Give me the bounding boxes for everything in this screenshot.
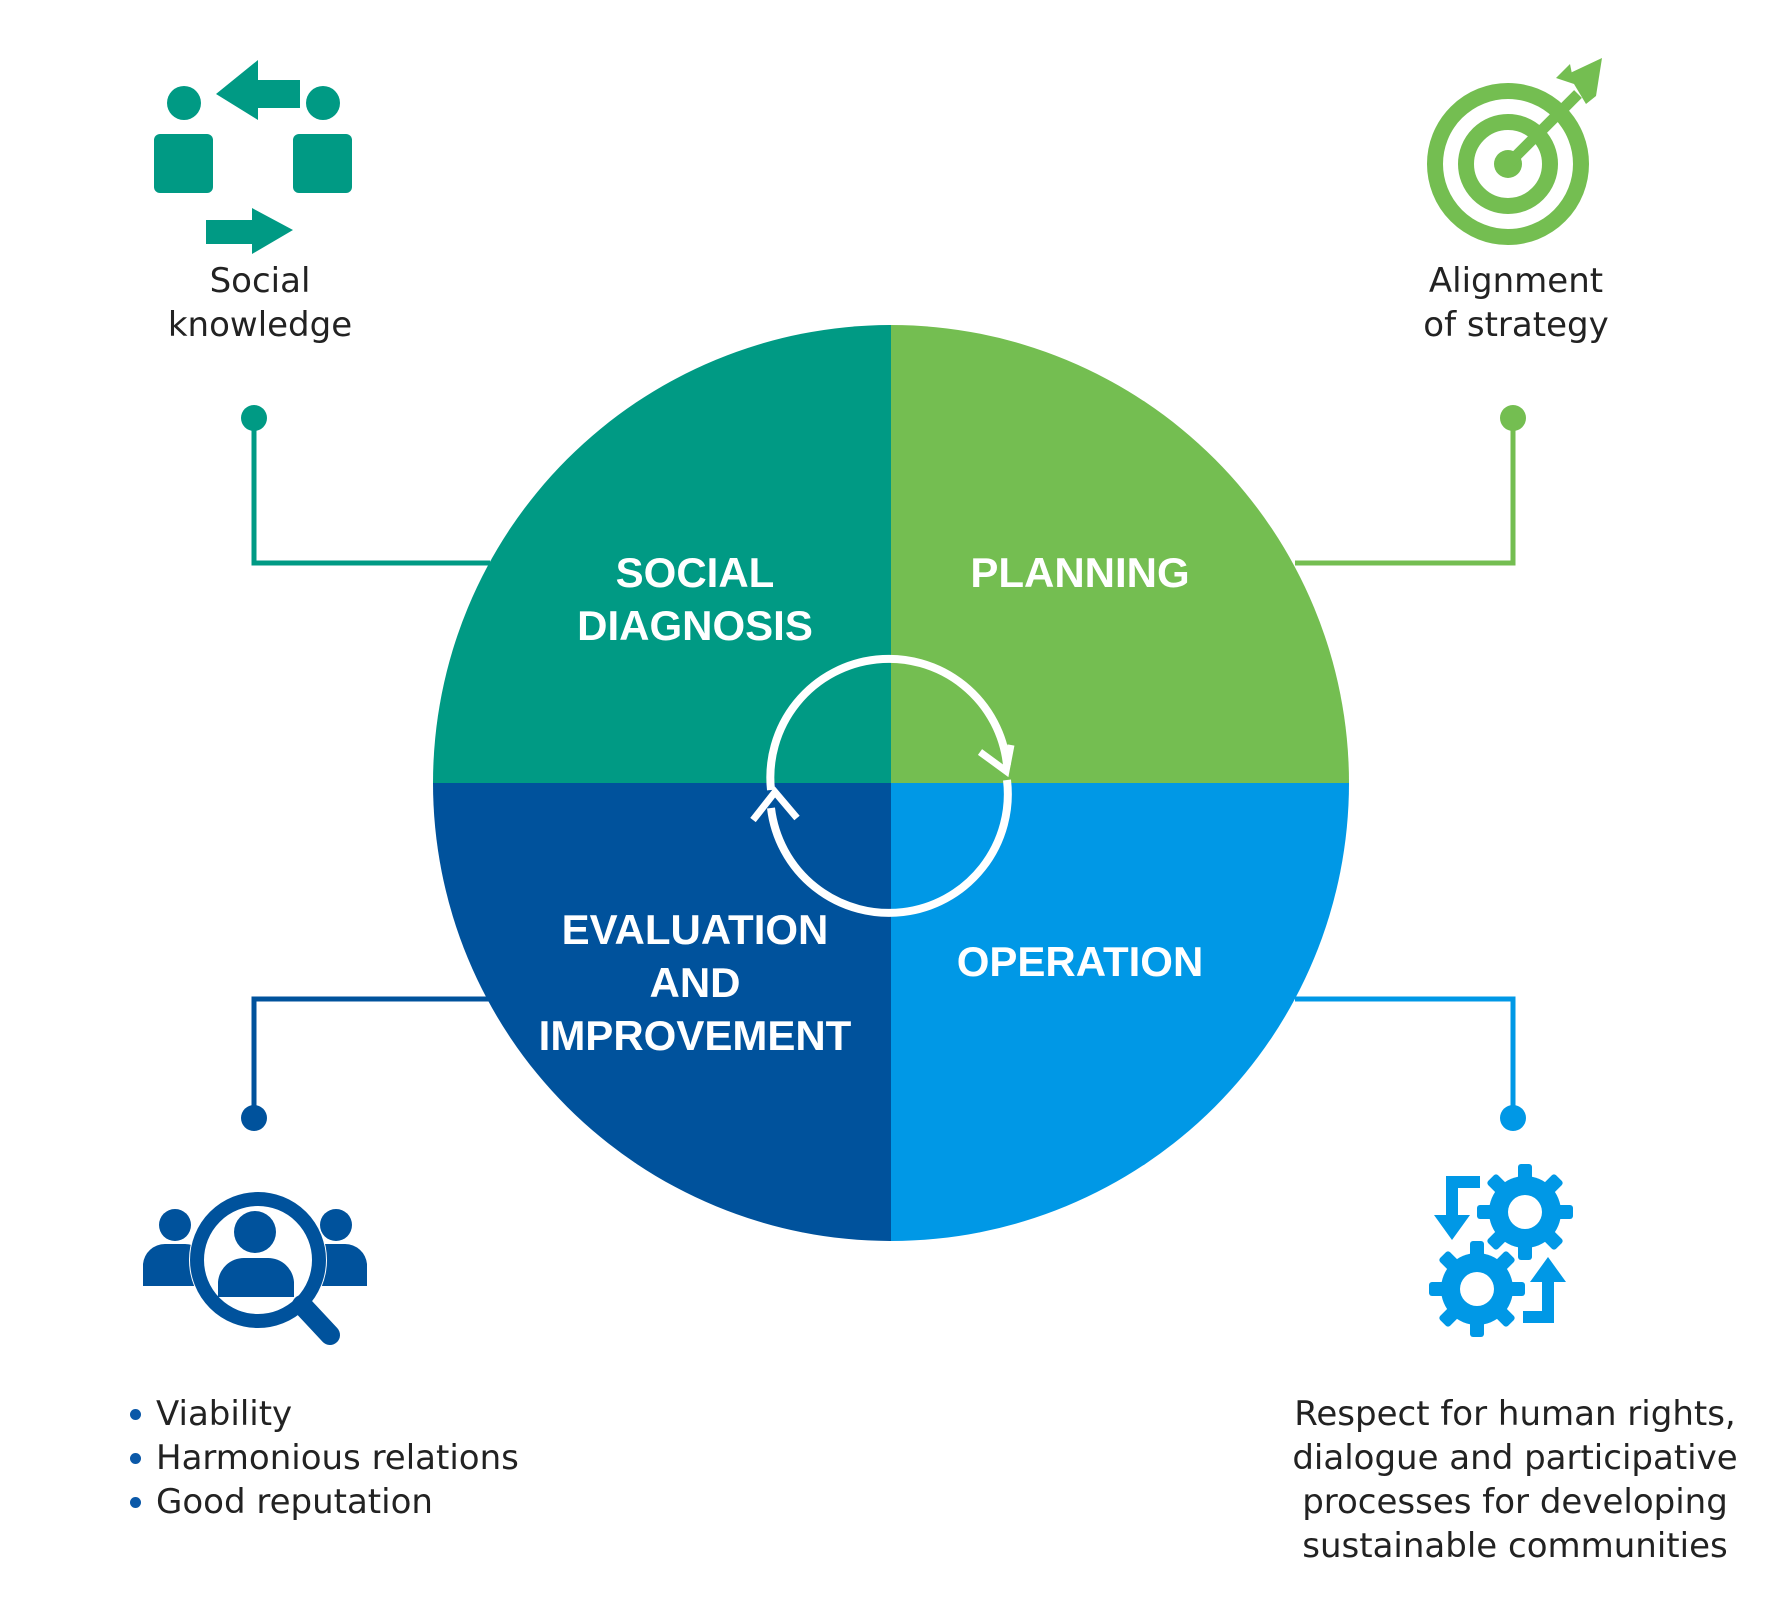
quadrant-label-operation: OPERATION [920, 935, 1240, 988]
bullet-list: Viability Harmonious relations Good repu… [128, 1392, 519, 1524]
cycle-arrows-icon [750, 654, 1015, 917]
people-search-icon [143, 1191, 367, 1345]
quadrant-label-line: DIAGNOSIS [577, 602, 813, 649]
quadrant-social-diagnosis [433, 325, 891, 783]
quadrant-label-social-diagnosis: SOCIAL DIAGNOSIS [530, 546, 860, 652]
quadrant-label-planning: PLANNING [920, 546, 1240, 599]
connector-evaluation [241, 996, 490, 1131]
quadrant-label-evaluation: EVALUATION AND IMPROVEMENT [500, 903, 890, 1062]
quadrant-label-line: SOCIAL [615, 549, 775, 596]
target-arrow-icon [1427, 58, 1602, 245]
people-exchange-icon [154, 60, 352, 254]
quadrant-operation [891, 783, 1349, 1241]
quadrant-label-line: PLANNING [970, 549, 1190, 596]
label-line: Social [209, 261, 311, 301]
label-line: of strategy [1423, 305, 1609, 345]
label-alignment-of-strategy: Alignment of strategy [1376, 259, 1656, 347]
quadrant-planning [891, 325, 1349, 783]
gears-process-icon [1429, 1164, 1573, 1337]
bullet-item: Good reputation [128, 1480, 519, 1524]
label-social-knowledge: Social knowledge [120, 259, 400, 347]
connector-operation [1295, 996, 1526, 1131]
quadrant-label-line: OPERATION [956, 938, 1204, 985]
connector-alignment [1295, 405, 1526, 566]
label-line: Respect for human rights, [1294, 1394, 1736, 1434]
connector-social-knowledge [241, 405, 490, 566]
label-line: dialogue and participative [1292, 1438, 1738, 1478]
bullet-item: Viability [128, 1392, 519, 1436]
quadrant-label-line: AND [649, 959, 741, 1006]
label-line: sustainable communities [1302, 1526, 1728, 1566]
quadrant-label-line: EVALUATION [561, 906, 829, 953]
quadrant-label-line: IMPROVEMENT [538, 1012, 852, 1059]
label-line: processes for developing [1302, 1482, 1728, 1522]
quadrant-evaluation [433, 783, 891, 1241]
bullet-item: Harmonious relations [128, 1436, 519, 1480]
label-line: knowledge [167, 305, 353, 345]
label-respect-human-rights: Respect for human rights, dialogue and p… [1270, 1392, 1760, 1568]
label-line: Alignment [1428, 261, 1604, 301]
